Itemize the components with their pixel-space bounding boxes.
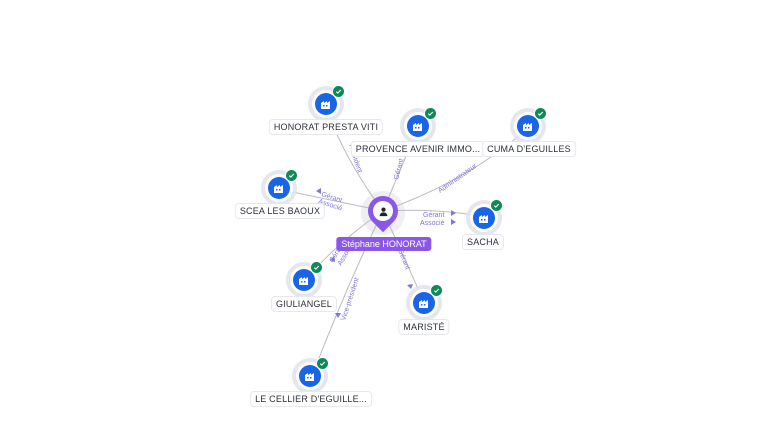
company-label[interactable]: HONORAT PRESTA VITI	[269, 120, 383, 134]
arrow-mariste	[407, 284, 413, 289]
company-icon	[517, 115, 539, 137]
arrow-le-cellier	[335, 313, 341, 318]
company-icon	[407, 115, 429, 137]
company-icon	[413, 292, 435, 314]
company-node-giuliangel[interactable]	[290, 261, 323, 294]
company-icon	[268, 177, 290, 199]
verified-check-icon	[332, 85, 345, 98]
person-node[interactable]	[361, 189, 405, 233]
edge-cuma-deguilles	[382, 127, 529, 212]
company-node-le-cellier-deguilles[interactable]	[296, 357, 329, 390]
arrow-giuliangel	[330, 256, 335, 262]
company-node-cuma-deguilles[interactable]	[514, 107, 547, 140]
arrow-scea	[316, 188, 321, 194]
company-label[interactable]: SCEA LES BAOUX	[235, 204, 325, 218]
verified-check-icon	[285, 169, 298, 182]
verified-check-icon	[534, 107, 547, 120]
verified-check-icon	[430, 284, 443, 297]
company-icon	[293, 269, 315, 291]
company-icon	[299, 365, 321, 387]
arrow-sacha-1	[451, 210, 456, 216]
verified-check-icon	[424, 107, 437, 120]
verified-check-icon	[490, 199, 503, 212]
relation-label: Gérant	[396, 248, 411, 271]
edge-le-cellier	[311, 210, 384, 377]
relation-label: Gérant	[423, 212, 444, 219]
verified-check-icon	[310, 261, 323, 274]
company-label[interactable]: CUMA D'EGUILLES	[483, 142, 575, 156]
company-label[interactable]: LE CELLIER D'EGUILLE...	[251, 392, 371, 406]
company-label[interactable]: PROVENCE AVENIR IMMO...	[351, 142, 485, 156]
relation-label: Associé	[420, 220, 445, 227]
company-node-scea-les-baoux[interactable]	[265, 169, 298, 202]
relation-label: Administrateur	[437, 163, 479, 195]
person-name-label[interactable]: Stéphane HONORAT	[336, 237, 432, 251]
company-icon	[473, 207, 495, 229]
company-icon	[315, 93, 337, 115]
company-node-honorat-presta-viti[interactable]	[312, 85, 345, 118]
company-node-sacha[interactable]	[470, 199, 503, 232]
company-node-provence-avenir-immo[interactable]	[404, 107, 437, 140]
verified-check-icon	[316, 357, 329, 370]
arrow-sacha-2	[451, 219, 456, 225]
company-label[interactable]: SACHA	[462, 235, 504, 249]
company-node-mariste[interactable]	[410, 284, 443, 317]
company-label[interactable]: MARISTÉ	[399, 320, 449, 334]
person-icon	[373, 201, 393, 221]
relation-label: Gérant	[393, 158, 405, 181]
company-label[interactable]: GIULIANGEL	[271, 297, 337, 311]
